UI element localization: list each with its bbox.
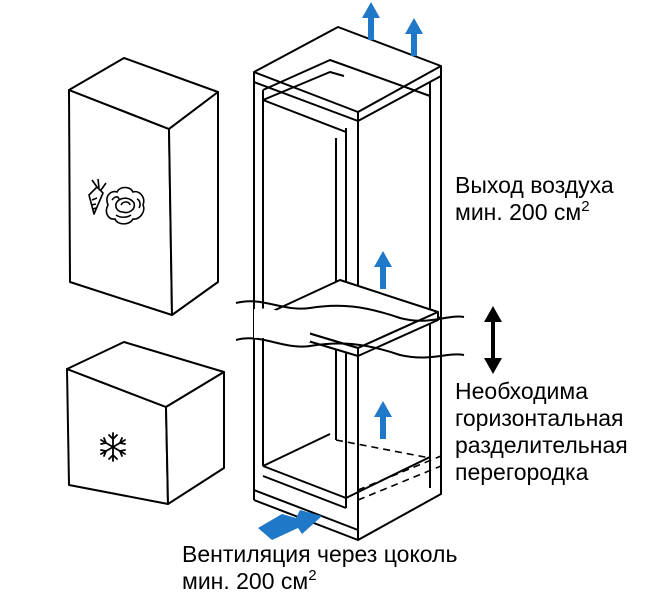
break-gap [254, 308, 310, 343]
air-outlet-label: Выход воздуха мин. 200 см2 [455, 172, 614, 226]
partition-label-line2: горизонтальная [455, 405, 624, 431]
snowflake-icon [100, 432, 126, 462]
plinth-vent-label-line1: Вентиляция через цоколь [182, 541, 458, 567]
plinth-vent-label-line2: мин. 200 см2 [182, 567, 317, 594]
break-lines [235, 300, 465, 359]
air-outlet-arrow-right [405, 18, 423, 56]
airflow-arrow-lower-compartment [374, 401, 392, 439]
airflow-arrow-upper-compartment [374, 251, 392, 289]
height-double-arrow [484, 306, 502, 374]
partition-label-line4: перегородка [455, 459, 589, 485]
installation-niche [253, 26, 442, 541]
cabbage-icon [105, 186, 145, 225]
plinth-intake-arrow [258, 510, 322, 540]
partition-label-line3: разделительная [455, 432, 628, 458]
lower-door-panel [66, 341, 225, 505]
air-outlet-label-line1: Выход воздуха [455, 172, 614, 198]
plinth-vent-label: Вентиляция через цоколь мин. 200 см2 [182, 541, 457, 595]
upper-door-panel [68, 57, 219, 316]
air-outlet-label-line2: мин. 200 см2 [455, 198, 590, 225]
air-outlet-arrow-left [362, 2, 380, 40]
partition-label: Необходима горизонтальная разделительная… [455, 378, 628, 486]
partition-label-line1: Необходима [455, 378, 589, 404]
carrot-icon [88, 178, 107, 215]
